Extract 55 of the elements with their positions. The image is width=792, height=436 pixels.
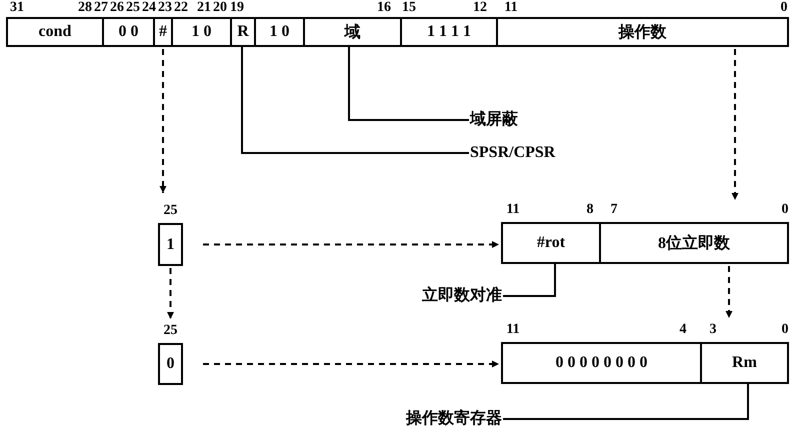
- bit-number: 25: [164, 323, 178, 339]
- bit-number: 24: [142, 0, 156, 16]
- bit-number: 3: [710, 322, 716, 338]
- bit-number: 28: [78, 0, 92, 16]
- leader-line: [348, 47, 469, 121]
- bit-number: 8: [586, 202, 594, 218]
- arrow: [203, 241, 499, 248]
- bit-number: 11: [504, 0, 518, 16]
- bit-field: Rm: [700, 342, 789, 384]
- bit-number: 31: [10, 0, 24, 16]
- bit-number: 16: [377, 0, 391, 16]
- bit-number: 27: [94, 0, 108, 16]
- arrow: [732, 49, 738, 200]
- annotation-text: 操作数寄存器: [406, 409, 502, 429]
- annotation-text: SPSR/CPSR: [470, 143, 556, 163]
- bit-field: 1 0: [254, 17, 305, 47]
- bit-number: 22: [174, 0, 188, 16]
- bit-field: 域: [303, 17, 402, 47]
- leader-line: [503, 264, 556, 297]
- bit-number: 7: [610, 202, 618, 218]
- bit-number: 0: [782, 202, 788, 218]
- bit-number: 20: [213, 0, 227, 16]
- bit-number: 25: [126, 0, 140, 16]
- bit-number: 26: [110, 0, 124, 16]
- arrow: [726, 266, 732, 318]
- bit-field: 操作数: [496, 17, 789, 47]
- bit-number: 21: [197, 0, 211, 16]
- leader-line: [503, 384, 749, 420]
- bit-number: 25: [164, 203, 178, 219]
- bit-number: 12: [473, 0, 487, 16]
- bit-field: 0 0: [102, 17, 155, 47]
- bit-field: 0 0 0 0 0 0 0 0: [501, 342, 702, 384]
- bit-number: 23: [158, 0, 172, 16]
- annotation-text: 立即数对准: [422, 286, 502, 306]
- arrow: [160, 49, 166, 193]
- bit-field: 0: [158, 343, 183, 385]
- bit-field: cond: [6, 17, 104, 47]
- bit-number: 4: [680, 322, 686, 338]
- bit-number: 11: [506, 202, 520, 218]
- bit-number: 19: [230, 0, 244, 16]
- bit-field: 1 0: [171, 17, 232, 47]
- annotation-text: 域屏蔽: [470, 110, 518, 130]
- arrow: [203, 360, 499, 368]
- bit-field: 1 1 1 1: [400, 17, 498, 47]
- bit-number: 15: [402, 0, 416, 16]
- bit-field: 1: [158, 223, 183, 266]
- bit-field: #rot: [501, 222, 601, 264]
- bit-field: 8位立即数: [599, 222, 789, 264]
- bit-field: #: [153, 17, 173, 47]
- bit-field: R: [230, 17, 256, 47]
- bit-number: 11: [506, 322, 520, 338]
- bit-number: 0: [782, 322, 788, 338]
- arrow: [167, 268, 174, 319]
- leader-line: [241, 47, 469, 154]
- bit-number: 0: [780, 0, 788, 16]
